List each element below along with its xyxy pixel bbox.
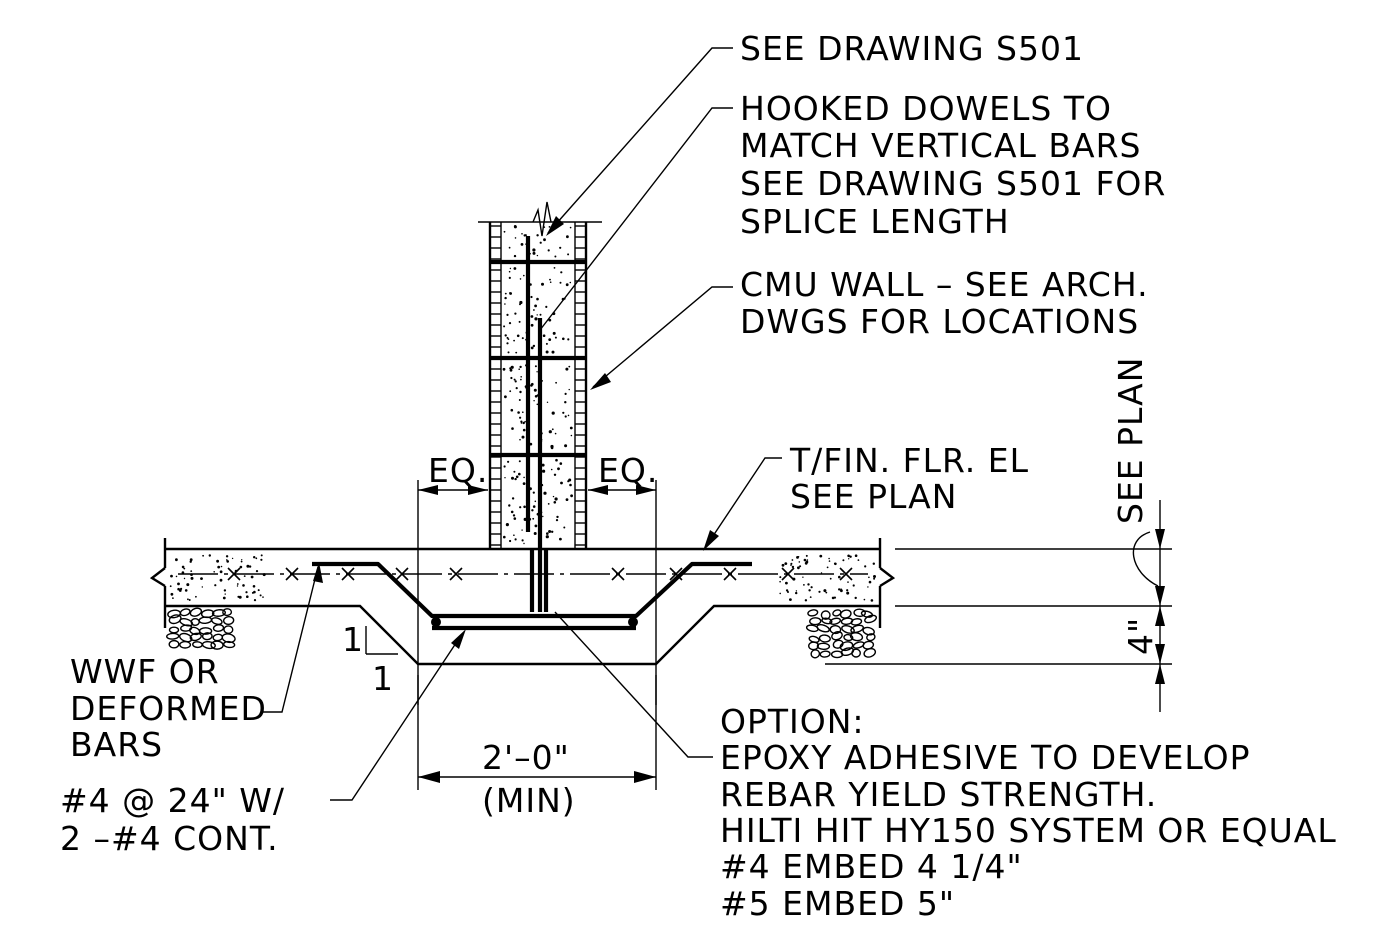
note-hooked-dowels: HOOKED DOWELS TO MATCH VERTICAL BARS SEE… (740, 89, 1166, 241)
dim-width: 2'–0" (482, 738, 570, 777)
note-line: DEFORMED (70, 689, 267, 728)
gravel-fill (166, 607, 878, 659)
note-line: WWF OR (70, 652, 220, 691)
dim-see-plan: SEE PLAN (1111, 357, 1150, 524)
note-line: #5 EMBED 5" (720, 884, 955, 923)
note-finish-floor: T/FIN. FLR. EL SEE PLAN (789, 441, 1029, 516)
note-line: HILTI HIT HY150 SYSTEM OR EQUAL (720, 811, 1337, 850)
note-option: OPTION: EPOXY ADHESIVE TO DEVELOP REBAR … (720, 702, 1337, 923)
note-line: HOOKED DOWELS TO (740, 89, 1112, 128)
note-line: CMU WALL – SEE ARCH. (740, 265, 1149, 304)
note-line: #4 @ 24" W/ (60, 781, 285, 820)
note-line: OPTION: (720, 702, 865, 741)
leader-lines (262, 47, 782, 801)
dim-width-min: (MIN) (482, 781, 576, 820)
note-line: EPOXY ADHESIVE TO DEVELOP (720, 738, 1251, 777)
dim-slope-rise: 1 (342, 620, 364, 659)
note-line: SEE DRAWING S501 FOR (740, 164, 1166, 203)
note-wwf: WWF OR DEFORMED BARS (70, 652, 267, 764)
note-line: 2 –#4 CONT. (60, 819, 279, 858)
dim-slope-run: 1 (372, 659, 394, 698)
note-line: SPLICE LENGTH (740, 202, 1010, 241)
note-line: #4 EMBED 4 1/4" (720, 847, 1023, 886)
note-see-drawing: SEE DRAWING S501 (740, 29, 1084, 68)
slab-and-thickened-footing (149, 538, 896, 666)
note-line: DWGS FOR LOCATIONS (740, 302, 1139, 341)
dimension-lines (365, 480, 1172, 790)
cmu-wall (478, 201, 602, 612)
dim-eq-right: EQ. (598, 451, 658, 490)
note-rebar: #4 @ 24" W/ 2 –#4 CONT. (60, 781, 285, 858)
dim-depth: 4" (1121, 617, 1160, 655)
note-line: SEE PLAN (790, 477, 957, 516)
note-cmu-wall: CMU WALL – SEE ARCH. DWGS FOR LOCATIONS (740, 265, 1149, 341)
note-line: BARS (70, 725, 163, 764)
note-line: REBAR YIELD STRENGTH. (720, 775, 1157, 814)
note-line: T/FIN. FLR. EL (789, 441, 1029, 480)
note-line: MATCH VERTICAL BARS (740, 126, 1141, 165)
dim-eq-left: EQ. (428, 451, 488, 490)
